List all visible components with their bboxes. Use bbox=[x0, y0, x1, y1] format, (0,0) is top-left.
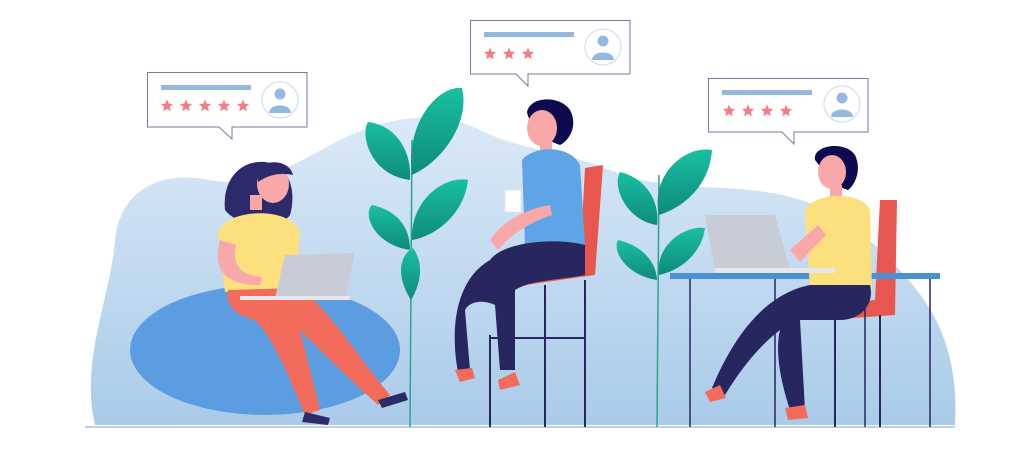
star-icon bbox=[521, 47, 535, 60]
user-avatar-icon bbox=[261, 81, 299, 119]
star-icon bbox=[760, 104, 774, 117]
woman-on-beanbag bbox=[130, 161, 408, 425]
plant-left bbox=[365, 87, 468, 428]
star-rating bbox=[160, 99, 250, 112]
review-text-bar bbox=[484, 32, 574, 37]
review-text-bar bbox=[722, 90, 812, 95]
review-bubble-right bbox=[708, 78, 869, 146]
beanbag bbox=[130, 285, 400, 415]
star-icon bbox=[236, 99, 250, 112]
plant-right bbox=[616, 149, 712, 428]
review-bubble-left bbox=[147, 72, 308, 141]
desk bbox=[670, 273, 940, 279]
man-on-stool bbox=[454, 99, 603, 427]
star-icon bbox=[179, 99, 193, 112]
star-rating bbox=[483, 47, 535, 60]
star-icon bbox=[741, 104, 755, 117]
star-icon bbox=[722, 104, 736, 117]
laptop-icon bbox=[705, 215, 790, 270]
star-icon bbox=[483, 47, 497, 60]
star-icon bbox=[779, 104, 793, 117]
laptop-icon bbox=[275, 253, 355, 298]
star-rating bbox=[722, 104, 793, 117]
star-icon bbox=[502, 47, 516, 60]
user-avatar-icon bbox=[584, 28, 622, 66]
star-icon bbox=[160, 99, 174, 112]
man-at-desk bbox=[670, 145, 940, 427]
review-bubble-middle bbox=[470, 20, 631, 88]
review-text-bar bbox=[161, 85, 251, 90]
star-icon bbox=[217, 99, 231, 112]
star-icon bbox=[198, 99, 212, 112]
chair bbox=[825, 200, 897, 320]
user-avatar-icon bbox=[823, 85, 861, 123]
